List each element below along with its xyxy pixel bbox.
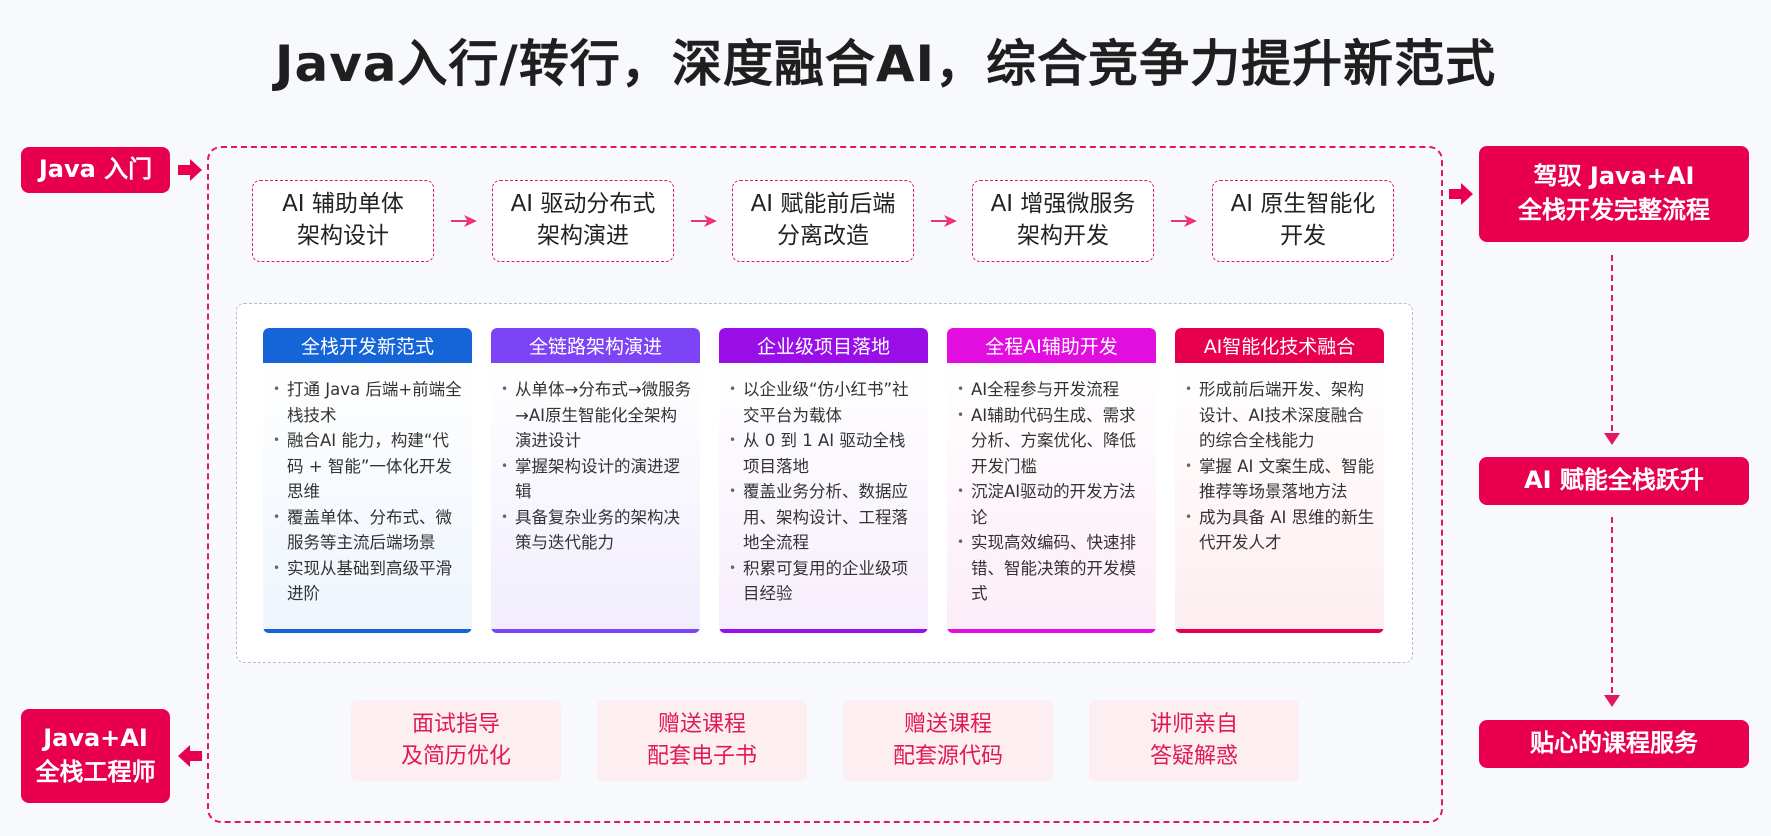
java-entry-label: Java 入门 [38, 155, 153, 184]
service-line: 赠送课程 [657, 711, 746, 737]
card-architecture: 全链路架构演进 •从单体→分布式→微服务→AI原生智能化全架构演进设计 •掌握架… [491, 328, 700, 633]
service-line: 赠送课程 [903, 711, 992, 737]
bullet-item: •AI全程参与开发流程 [957, 380, 1120, 399]
bullet-item: •积累可复用的企业级项目经验 [729, 558, 908, 604]
outcome-ai-leap: AI 赋能全栈跃升 [1479, 457, 1749, 505]
connector-line [1611, 255, 1613, 431]
step-5: AI 原生智能化 开发 [1212, 180, 1394, 262]
engineer-line-2: 全栈工程师 [35, 758, 156, 786]
bullet-item: •从 0 到 1 AI 驱动全栈项目落地 [729, 431, 906, 476]
card-underline [491, 629, 700, 633]
card-fullstack: 全栈开发新范式 •打通 Java 后端+前端全栈技术 •融合AI 能力，构建“代… [263, 328, 472, 633]
service-line: 面试指导 [411, 711, 500, 737]
outcome-line-1: 驾驭 Java+AI [1533, 162, 1695, 191]
bullet-item: •沉淀AI驱动的开发方法论 [957, 482, 1136, 527]
step-1-line-2: 架构设计 [297, 223, 389, 249]
card-ai-assisted: 全程AI辅助开发 •AI全程参与开发流程 •AI辅助代码生成、需求分析、方案优化… [947, 328, 1156, 633]
bullet-item: •实现高效编码、快速排错、智能决策的开发模式 [957, 533, 1136, 603]
card-title: AI智能化技术融合 [1175, 328, 1384, 363]
step-2-line-2: 架构演进 [537, 223, 629, 249]
step-4-line-1: AI 增强微服务 [990, 191, 1136, 218]
step-arrow-icon [931, 215, 957, 227]
step-5-line-2: 开发 [1280, 223, 1326, 249]
right-block-arrow-icon [1449, 183, 1473, 205]
bullet-item: •成为具备 AI 思维的新生代开发人才 [1185, 507, 1375, 553]
service-line: 配套源代码 [892, 743, 1003, 769]
bullet-item: •覆盖业务分析、数据应用、架构设计、工程落地全流程 [729, 482, 908, 552]
card-underline [719, 629, 928, 633]
card-underline [263, 629, 472, 633]
card-title: 全栈开发新范式 [263, 328, 472, 363]
service-qa: 讲师亲自 答疑解惑 [1089, 700, 1299, 781]
outcome-line-2: 全栈开发完整流程 [1518, 196, 1710, 224]
card-underline [1175, 629, 1384, 633]
course-path-frame [207, 146, 1443, 823]
step-1-line-1: AI 辅助单体 [282, 191, 404, 218]
java-entry-badge: Java 入门 [21, 147, 170, 193]
card-enterprise-project: 企业级项目落地 •以企业级“仿小红书”社交平台为载体 •从 0 到 1 AI 驱… [719, 328, 928, 633]
step-5-line-1: AI 原生智能化 [1230, 191, 1376, 218]
bullet-item: •具备复杂业务的架构决策与迭代能力 [501, 507, 680, 553]
card-title: 全程AI辅助开发 [947, 328, 1156, 363]
step-1: AI 辅助单体 架构设计 [252, 180, 434, 262]
service-line: 及简历优化 [400, 743, 511, 769]
card-underline [947, 629, 1156, 633]
step-4-line-2: 架构开发 [1017, 223, 1109, 249]
connector-line [1611, 517, 1613, 693]
service-line: 配套电子书 [646, 743, 757, 769]
service-line: 答疑解惑 [1149, 743, 1238, 769]
bullet-item: •AI辅助代码生成、需求分析、方案优化、降低开发门槛 [957, 405, 1136, 476]
page-title: Java入行/转行，深度融合AI，综合竞争力提升新范式 [274, 35, 1497, 93]
service-source-code: 赠送课程 配套源代码 [843, 700, 1053, 781]
engineer-line-1: Java+AI [43, 724, 148, 753]
service-ebook: 赠送课程 配套电子书 [597, 700, 807, 781]
card-title: 企业级项目落地 [719, 328, 928, 363]
step-arrow-icon [1171, 215, 1197, 227]
step-3: AI 赋能前后端 分离改造 [732, 180, 914, 262]
java-ai-engineer-badge: Java+AI 全栈工程师 [21, 709, 170, 803]
bullet-item: •以企业级“仿小红书”社交平台为载体 [729, 380, 909, 425]
bullet-item: •从单体→分布式→微服务→AI原生智能化全架构演进设计 [501, 380, 692, 450]
down-arrow-icon [1604, 433, 1620, 445]
bullet-item: •打通 Java 后端+前端全栈技术 [273, 380, 462, 425]
card-ai-fusion: AI智能化技术融合 •形成前后端开发、架构设计、AI技术深度融合的综合全栈能力 … [1175, 328, 1384, 633]
bullet-item: •形成前后端开发、架构设计、AI技术深度融合的综合全栈能力 [1185, 380, 1364, 450]
outcome-ai-leap-label: AI 赋能全栈跃升 [1524, 466, 1704, 495]
step-arrow-icon [691, 215, 717, 227]
bullet-item: •掌握 AI 文案生成、智能推荐等场景落地方法 [1185, 456, 1375, 502]
bullet-item: •实现从基础到高级平滑进阶 [273, 558, 452, 604]
card-title: 全链路架构演进 [491, 328, 700, 363]
bullet-item: •融合AI 能力，构建“代码 + 智能”一体化开发思维 [273, 431, 452, 501]
down-arrow-icon [1604, 695, 1620, 707]
left-block-arrow-icon [178, 745, 202, 767]
step-2-line-1: AI 驱动分布式 [510, 191, 656, 218]
bullet-item: •覆盖单体、分布式、微服务等主流后端场景 [273, 507, 452, 553]
bullet-item: •掌握架构设计的演进逻辑 [501, 456, 680, 502]
service-interview: 面试指导 及简历优化 [351, 700, 561, 781]
outcome-course-service: 贴心的课程服务 [1479, 720, 1749, 768]
service-line: 讲师亲自 [1149, 711, 1238, 737]
outcome-course-service-label: 贴心的课程服务 [1530, 729, 1698, 758]
right-block-arrow-icon [178, 159, 202, 181]
step-2: AI 驱动分布式 架构演进 [492, 180, 674, 262]
step-4: AI 增强微服务 架构开发 [972, 180, 1154, 262]
step-3-line-2: 分离改造 [777, 223, 869, 249]
outcome-fullstack-flow: 驾驭 Java+AI 全栈开发完整流程 [1479, 146, 1749, 242]
step-3-line-1: AI 赋能前后端 [750, 191, 896, 218]
step-arrow-icon [451, 215, 477, 227]
